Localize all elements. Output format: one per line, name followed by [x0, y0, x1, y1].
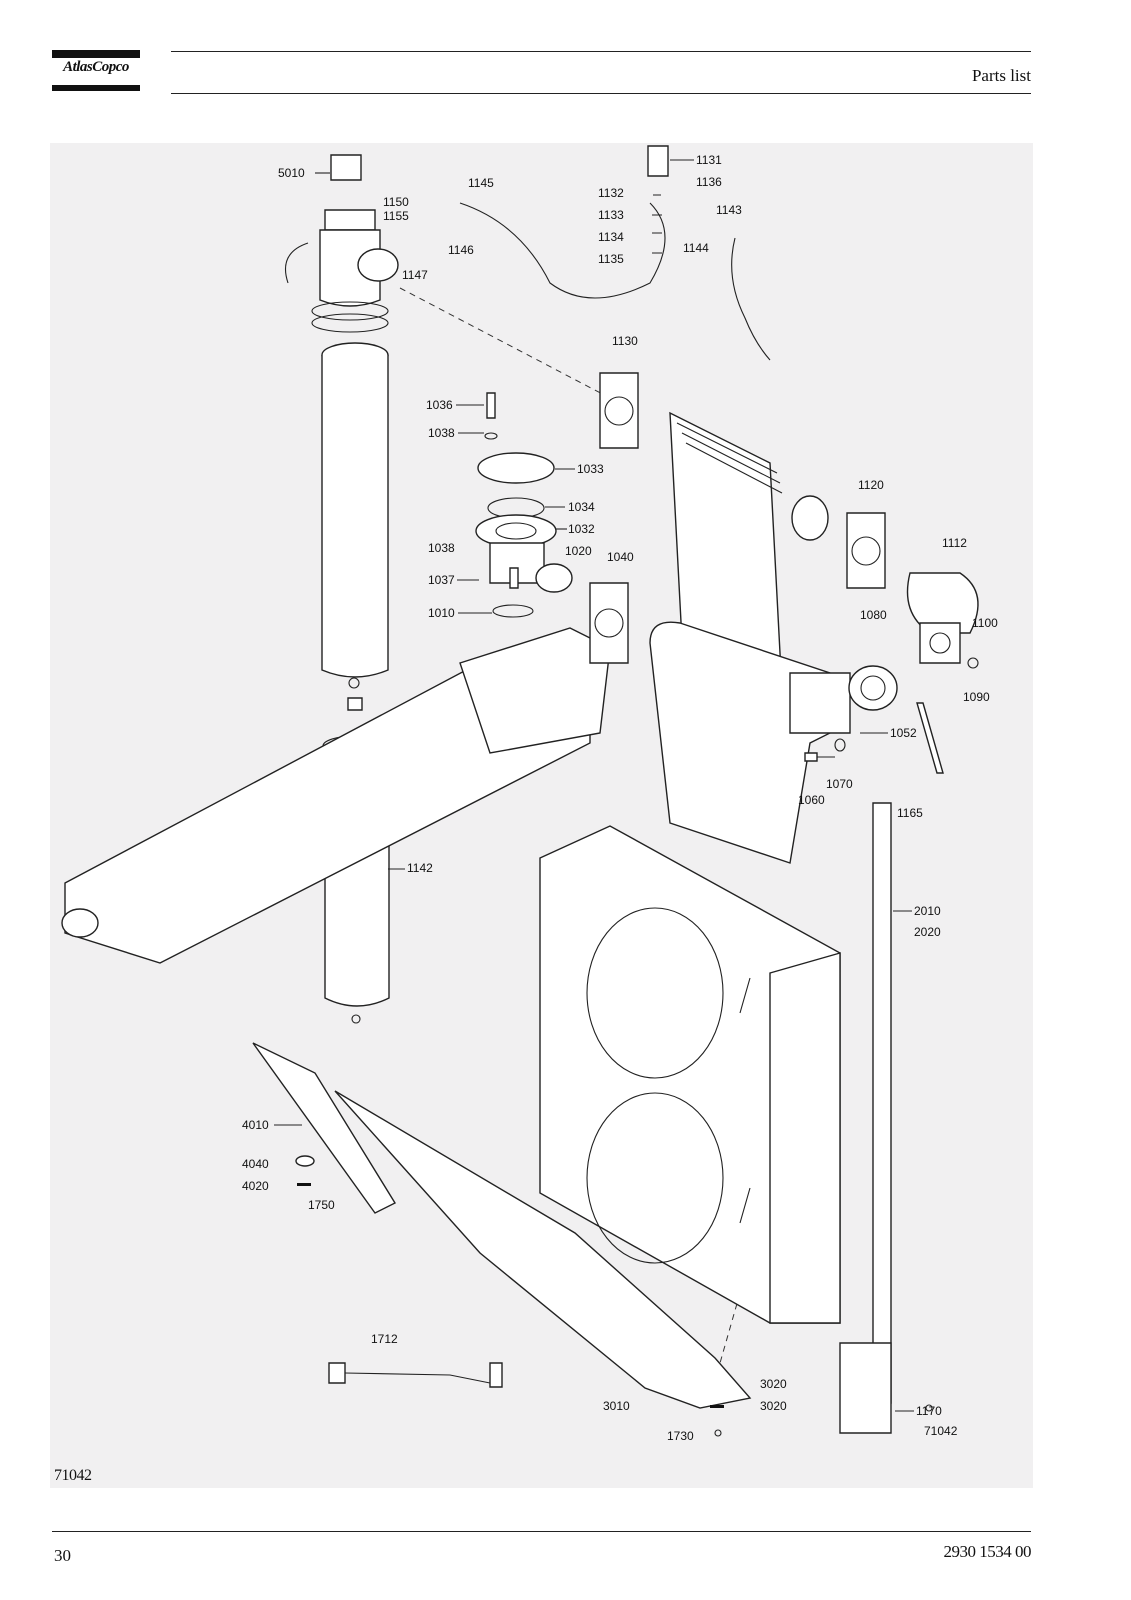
flange-assembly [475, 392, 573, 618]
clamp-1120 [846, 512, 886, 589]
label-1070: 1070 [826, 777, 853, 791]
assembly-dash-line [399, 287, 611, 399]
label-1020: 1020 [565, 544, 592, 558]
label-1034: 1034 [568, 500, 595, 514]
label-3020-top: 3020 [760, 1377, 787, 1391]
label-1712: 1712 [371, 1332, 398, 1346]
figure-code-corner: 71042 [924, 1424, 958, 1438]
label-1038-bottom: 1038 [428, 541, 455, 555]
exploded-view-figure: 5010 1150 1155 1145 1146 1147 1131 1132 … [50, 143, 1033, 1488]
label-1142: 1142 [407, 861, 433, 875]
label-1033: 1033 [577, 462, 604, 476]
label-2020: 2020 [914, 925, 941, 939]
flange-1100 [919, 622, 979, 669]
footer-rule [52, 1531, 1031, 1532]
label-4010: 4010 [242, 1118, 269, 1132]
label-1010: 1010 [428, 606, 455, 620]
label-2010: 2010 [914, 904, 941, 918]
label-1147: 1147 [402, 268, 428, 282]
label-1037: 1037 [428, 573, 455, 587]
bolt-1060 [804, 752, 835, 762]
cover-3010 [334, 1090, 752, 1409]
label-3020-bottom: 3020 [760, 1399, 787, 1413]
fan-cowl [539, 825, 841, 1324]
label-4040: 4040 [242, 1157, 269, 1171]
page-title: Parts list [971, 66, 1031, 85]
side-rail-2010 [839, 802, 892, 1434]
header-rule-bottom [171, 93, 1031, 94]
label-1080: 1080 [860, 608, 887, 622]
label-1130: 1130 [612, 334, 638, 348]
label-1135: 1135 [598, 252, 624, 266]
label-1120: 1120 [858, 478, 884, 492]
label-1155: 1155 [383, 209, 409, 223]
cooler-core [649, 411, 851, 864]
screw-1730 [714, 1429, 722, 1437]
label-1100: 1100 [972, 616, 998, 630]
label-1132: 1132 [598, 186, 624, 200]
label-1134: 1134 [598, 230, 624, 244]
label-1036: 1036 [426, 398, 453, 412]
cable-1712 [328, 1362, 503, 1388]
hose-1112 [906, 572, 979, 634]
atlas-copco-logo: AtlasCopco [52, 50, 140, 92]
sensor-cable-1143 [731, 237, 771, 361]
label-1060: 1060 [798, 793, 825, 807]
label-1144: 1144 [683, 241, 709, 255]
valve-1080 [848, 665, 944, 774]
label-1750: 1750 [308, 1198, 335, 1212]
label-1145: 1145 [468, 176, 494, 190]
washer-1070 [834, 738, 846, 752]
label-1146: 1146 [448, 243, 474, 257]
label-1136: 1136 [696, 175, 722, 189]
label-1112: 1112 [942, 536, 967, 550]
clamp-1130 [599, 372, 639, 449]
label-1040: 1040 [607, 550, 634, 564]
label-1143: 1143 [716, 203, 742, 217]
label-1131: 1131 [696, 153, 722, 167]
separator-head [284, 154, 399, 333]
plug-4040 [295, 1155, 315, 1167]
separator-element [321, 342, 389, 711]
label-4020: 4020 [242, 1179, 269, 1193]
pressure-switch-1131 [647, 145, 669, 254]
strip-3020 [710, 1405, 724, 1408]
bolt-1170 [925, 1404, 933, 1412]
clamp-1040 [589, 582, 629, 664]
header-rule-top [171, 51, 1031, 52]
label-3010: 3010 [603, 1399, 630, 1413]
part-labels: 5010 1150 1155 1145 1146 1147 1131 1132 … [242, 153, 998, 1443]
label-1052: 1052 [890, 726, 917, 740]
label-1170: 1170 [916, 1404, 942, 1418]
label-1032: 1032 [568, 522, 595, 536]
label-1150: 1150 [383, 195, 409, 209]
logo-text: AtlasCopco [63, 59, 129, 75]
exploded-view-drawing: 5010 1150 1155 1145 1146 1147 1131 1132 … [61, 145, 998, 1443]
receiver-tank [61, 627, 611, 964]
label-1038-top: 1038 [428, 426, 455, 440]
cover-4010 [252, 1042, 396, 1214]
sensor-cable-1145 [459, 202, 666, 299]
figure-code: 71042 [54, 1467, 92, 1484]
strip-4020 [297, 1183, 311, 1186]
label-1133: 1133 [598, 208, 624, 222]
page-number: 30 [54, 1546, 71, 1565]
logo-bar-bottom [52, 85, 140, 91]
label-5010: 5010 [278, 166, 305, 180]
document-number: 2930 1534 00 [943, 1542, 1032, 1561]
logo-bar-top [52, 50, 140, 58]
label-1730: 1730 [667, 1429, 694, 1443]
label-1165: 1165 [897, 806, 923, 820]
label-1090: 1090 [963, 690, 990, 704]
